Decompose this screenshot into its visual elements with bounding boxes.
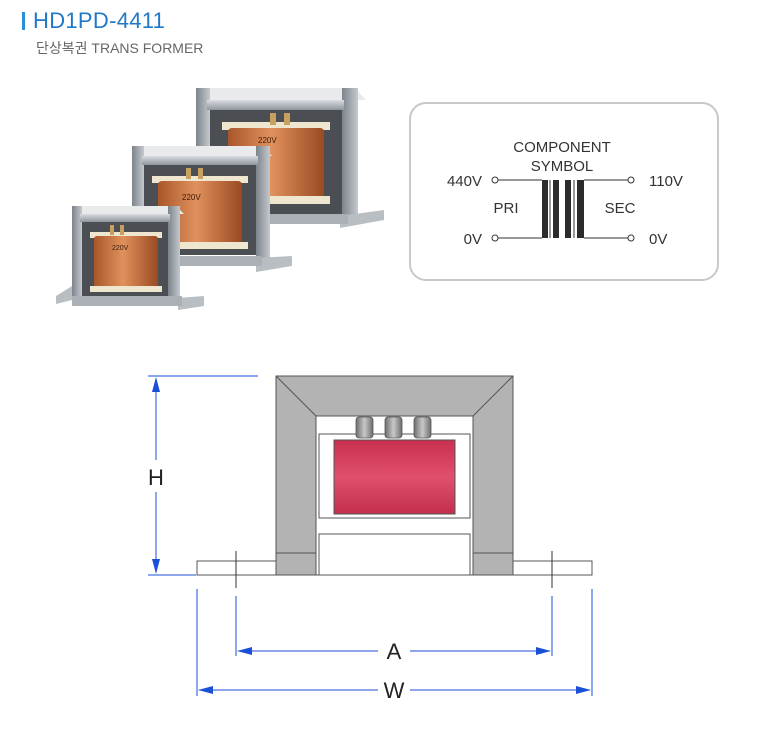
transformer-small: 220V (56, 206, 204, 310)
terminal-440v (491, 176, 499, 184)
primary-label: PRI (493, 200, 518, 217)
photo-label-small: 220V (112, 245, 129, 252)
core-lower (318, 533, 471, 576)
symbol-heading-line1: COMPONENT (513, 139, 611, 156)
secondary-label: SEC (605, 200, 636, 217)
coil (333, 439, 456, 515)
height-label: H (148, 465, 164, 490)
primary-low-voltage: 0V (464, 231, 482, 248)
terminal-110v (627, 176, 635, 184)
page-subtitle: 단상복권 TRANS FORMER (36, 40, 204, 56)
terminal-bolt (384, 416, 403, 439)
secondary-low-voltage: 0V (649, 231, 667, 248)
terminal-bolt (413, 416, 432, 439)
photo-label-large: 220V (258, 136, 277, 145)
terminal-bolt (355, 416, 374, 439)
photo-label-medium: 220V (182, 193, 201, 202)
coil-terminals (355, 416, 432, 439)
symbol-heading-line2: SYMBOL (531, 158, 594, 175)
transformer-photo: 220V 220V (56, 88, 384, 310)
transformer-symbol (542, 180, 584, 238)
title-accent-bar (22, 12, 25, 30)
mount-spacing-label: A (387, 639, 402, 664)
primary-high-voltage: 440V (447, 173, 482, 190)
dimension-drawing: H A W (148, 375, 593, 703)
terminal-primary-0v (491, 234, 499, 242)
component-symbol-panel: COMPONENT SYMBOL 440V 0V 110V 0V PRI SEC (409, 102, 719, 281)
width-label: W (384, 678, 405, 703)
page-title: HD1PD-4411 (33, 8, 166, 33)
terminal-secondary-0v (627, 234, 635, 242)
mount-spacing-dimension: A (235, 596, 553, 664)
symbol-box-border (409, 102, 719, 281)
height-dimension: H (148, 375, 258, 576)
width-dimension: W (196, 589, 593, 703)
secondary-high-voltage: 110V (649, 173, 683, 190)
